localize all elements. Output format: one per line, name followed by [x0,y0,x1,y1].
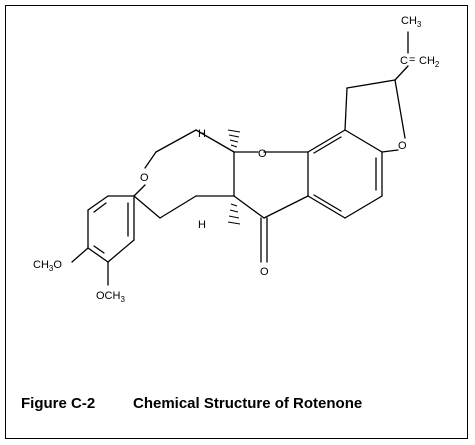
pyran-oxygen-mid-label: O [258,148,267,160]
isopropenyl-group [394,31,409,81]
hydrogen-top-label: H [198,128,206,140]
alkene-c-label: C [400,55,408,67]
ring-c-pyranone [233,151,309,263]
furan-ring [344,79,406,153]
figure-caption: Figure C-2 Chemical Structure of Rotenone [21,395,362,413]
pyran-oxygen-left-label: O [140,172,149,184]
figure-title: Chemical Structure of Rotenone [133,395,363,412]
ring-a-aromatic [87,195,135,263]
alkene-double-bond-label: = [409,54,415,66]
furan-oxygen-label: O [398,140,407,152]
methoxy-bonds [71,247,109,286]
figure-frame [5,5,468,439]
ring-d-aromatic [307,129,383,219]
carbonyl-oxygen-label: O [260,266,269,278]
methoxy-left-label: CH3O [33,259,62,273]
stereo-hash-bonds [227,129,241,225]
hydrogen-bottom-label: H [198,219,206,231]
methoxy-bottom-label: OCH3 [96,290,125,304]
ring-a-b-junction [133,184,146,197]
ring-b-pyran [133,129,235,219]
figure-label: Figure C-2 [21,395,96,412]
methyl-label-top: CH3 [401,15,422,29]
methylene-label: CH2 [419,55,440,69]
